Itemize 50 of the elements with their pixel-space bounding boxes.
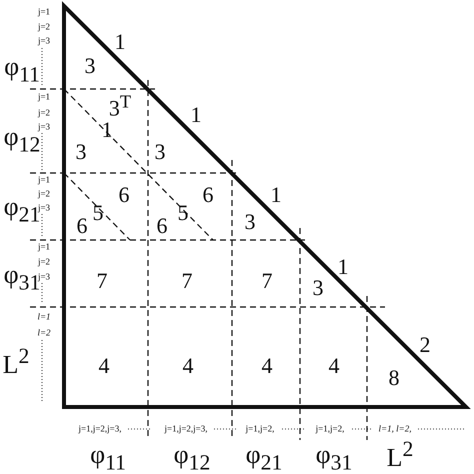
index-label: l=1 (37, 312, 51, 322)
block-number: 6 (156, 215, 168, 237)
index-label: j=1 (38, 92, 50, 102)
index-label: j=2 (38, 190, 50, 198)
block-number: 3 (312, 277, 324, 299)
block-number: 3 (154, 141, 166, 163)
block-number: 7 (182, 270, 192, 292)
axis-label: L$^{2}$ (2, 346, 30, 378)
index-label: j=2 (38, 22, 50, 32)
axis-label: φ$_{11}$ (90, 442, 126, 474)
index-label: j=2 (38, 108, 50, 118)
index-label: j=1,j=2,j=3, (164, 424, 208, 434)
block-number: 6 (118, 184, 130, 206)
index-label: l=2 (37, 328, 51, 338)
block-number: 3$^{T}$ (108, 92, 132, 120)
block-number: 3 (76, 141, 86, 163)
block-number: 4 (328, 355, 340, 377)
block-number: 3 (244, 211, 256, 233)
index-label: j=1 (38, 8, 50, 16)
index-label: j=3 (38, 272, 50, 282)
block-number: 1 (114, 31, 126, 53)
index-label: j=1,j=2, (246, 424, 274, 434)
block-number: 1 (338, 256, 348, 278)
axis-label: φ$_{12}$ (174, 442, 210, 474)
axis-label: φ$_{11}$ (4, 54, 40, 86)
index-label: j=1 (38, 176, 50, 184)
block-number: 1 (190, 104, 202, 126)
block-number: 6 (76, 215, 88, 237)
axis-label: φ$_{31}$ (316, 442, 352, 474)
index-label: j=3 (38, 122, 50, 132)
index-label: j=1,j=2,j=3, (78, 424, 122, 434)
block-number: 4 (262, 355, 272, 377)
block-number: 2 (420, 334, 430, 356)
index-label: j=3 (38, 36, 50, 46)
index-label: j=1 (38, 242, 50, 252)
block-number: 5 (92, 202, 104, 224)
block-number: 7 (96, 270, 108, 292)
axis-label: L$^{2}$ (386, 439, 414, 471)
index-label: l=1, l=2, (378, 424, 412, 434)
block-number: 8 (388, 367, 400, 389)
block-number: 1 (270, 184, 282, 206)
index-label: j=3 (38, 204, 50, 212)
block-number: 4 (182, 355, 194, 377)
axis-label: φ$_{21}$ (246, 442, 282, 474)
block-number: 3 (84, 55, 96, 77)
block-number: 7 (262, 270, 272, 292)
block-number: 6 (202, 184, 214, 206)
block-number: 4 (98, 355, 110, 377)
index-label: j=2 (38, 258, 50, 266)
index-label: j=1,j=2, (316, 424, 344, 434)
